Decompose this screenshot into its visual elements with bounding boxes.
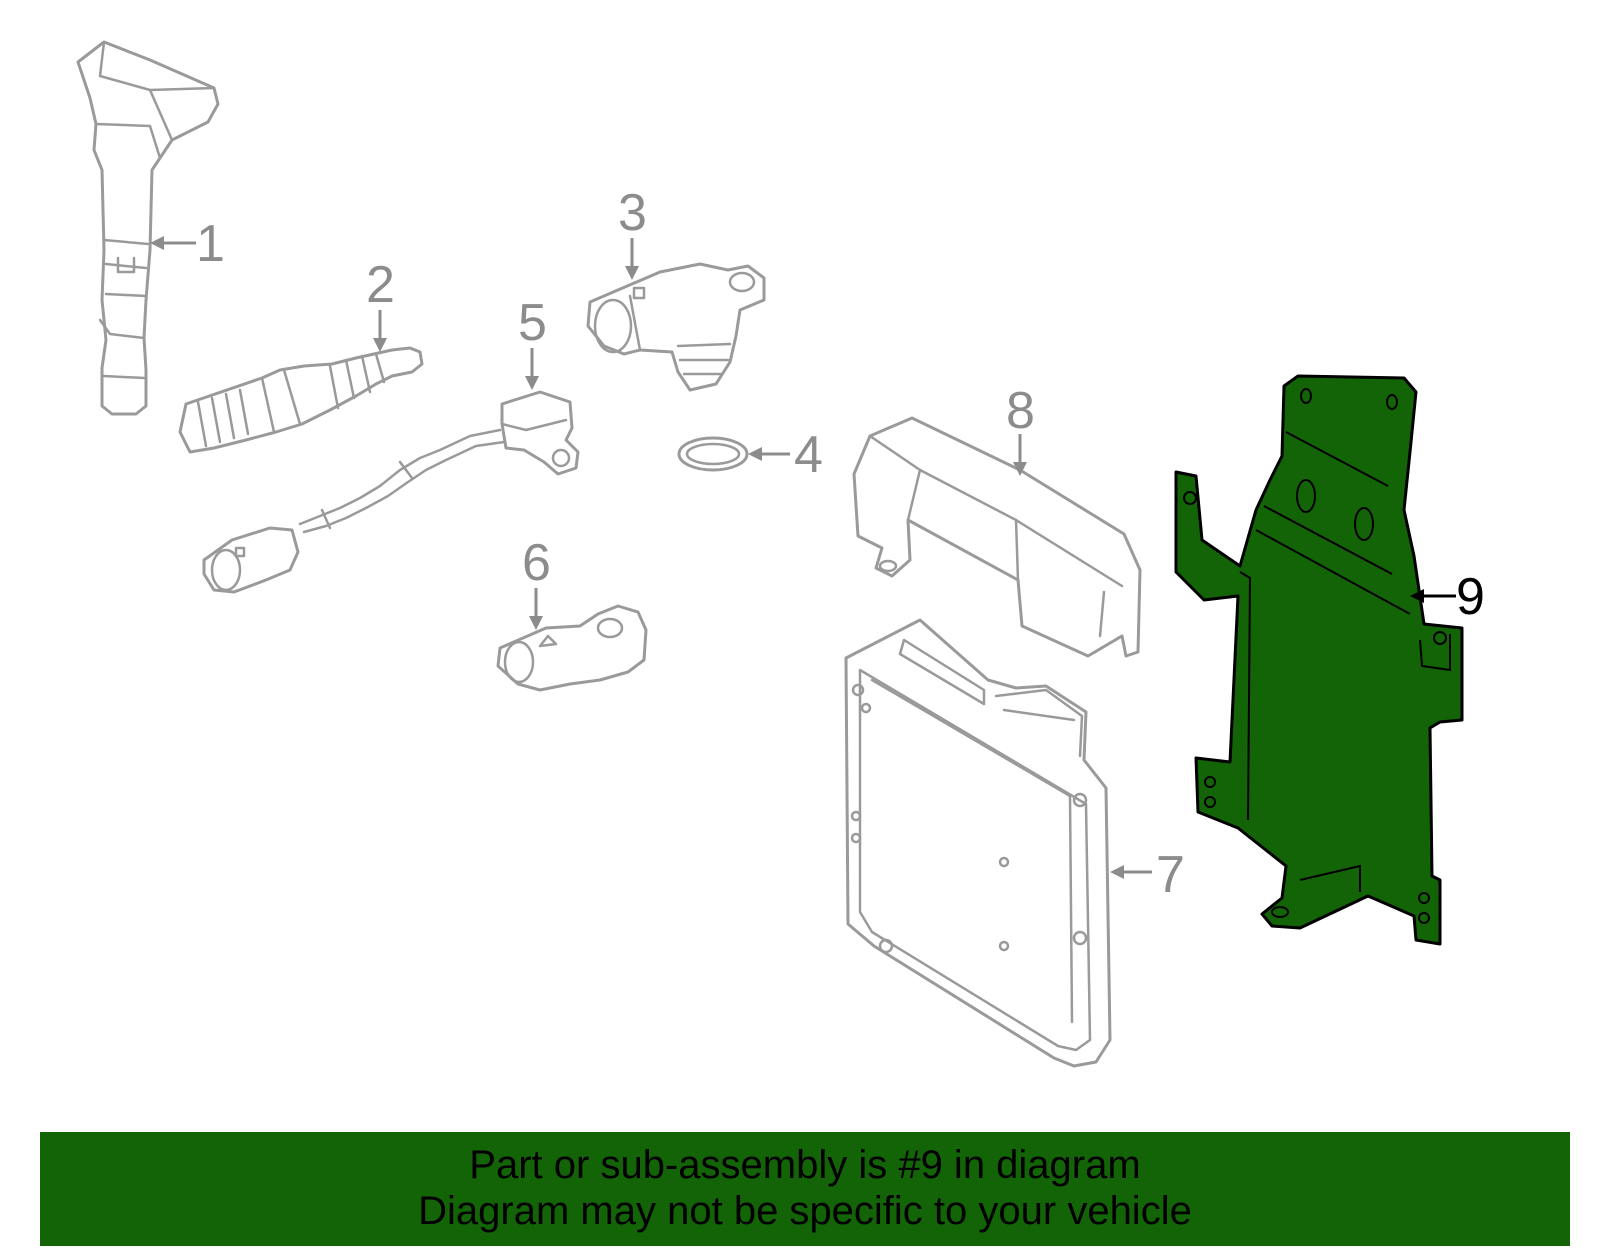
callout-2: 2 bbox=[366, 256, 395, 352]
svg-text:6: 6 bbox=[522, 534, 551, 592]
svg-text:1: 1 bbox=[196, 215, 225, 273]
callout-6: 6 bbox=[522, 534, 551, 630]
engine-control-module[interactable] bbox=[844, 618, 1112, 1068]
svg-text:9: 9 bbox=[1456, 568, 1485, 626]
ecm-bracket[interactable] bbox=[1174, 374, 1464, 946]
callout-7: 7 bbox=[1110, 846, 1185, 904]
ecm-cover[interactable] bbox=[852, 416, 1142, 658]
callout-3: 3 bbox=[618, 184, 647, 280]
oxygen-sensor[interactable] bbox=[202, 390, 580, 594]
o-ring[interactable] bbox=[677, 436, 749, 472]
banner-line-2: Diagram may not be specific to your vehi… bbox=[418, 1189, 1192, 1233]
callout-4: 4 bbox=[748, 426, 823, 484]
info-banner: Part or sub-assembly is #9 in diagram Di… bbox=[40, 1132, 1570, 1246]
svg-text:2: 2 bbox=[366, 256, 395, 314]
parts-diagram: 1 2 3 4 5 6 7 8 9 bbox=[76, 40, 1485, 1068]
callout-9: 9 bbox=[1410, 568, 1485, 626]
svg-text:4: 4 bbox=[794, 426, 823, 484]
svg-text:5: 5 bbox=[518, 294, 547, 352]
svg-text:3: 3 bbox=[618, 184, 647, 242]
spark-plug[interactable] bbox=[178, 346, 424, 454]
svg-text:8: 8 bbox=[1006, 382, 1035, 440]
ignition-coil[interactable] bbox=[76, 40, 220, 416]
camshaft-sensor[interactable] bbox=[586, 262, 766, 392]
knock-sensor[interactable] bbox=[496, 604, 648, 692]
banner-line-1: Part or sub-assembly is #9 in diagram bbox=[469, 1143, 1141, 1187]
callout-8: 8 bbox=[1006, 382, 1035, 476]
callout-5: 5 bbox=[518, 294, 547, 390]
callout-1: 1 bbox=[150, 215, 225, 273]
svg-text:7: 7 bbox=[1156, 846, 1185, 904]
